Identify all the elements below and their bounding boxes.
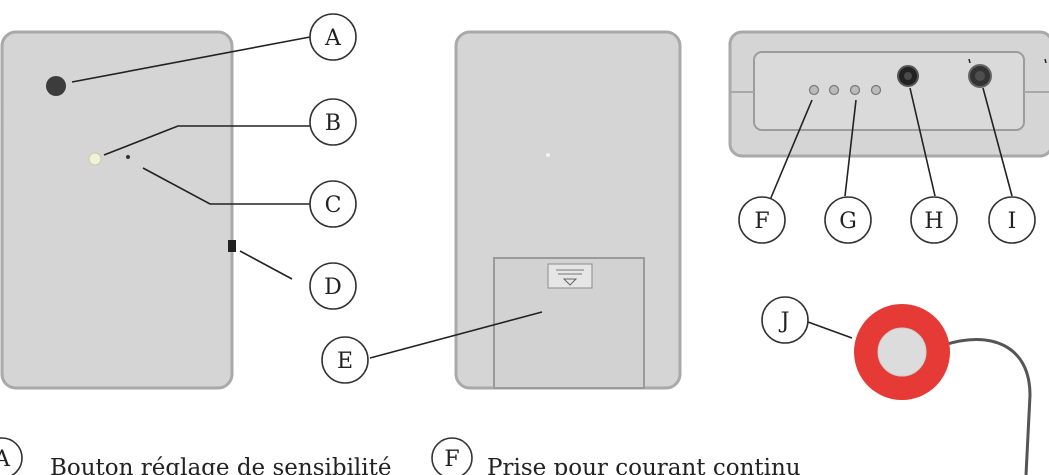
leader-line-g xyxy=(844,99,857,197)
tick-mark xyxy=(1044,58,1047,64)
callout-i: I xyxy=(988,196,1036,244)
callout-f: F xyxy=(738,196,786,244)
side-notch xyxy=(228,240,236,252)
svg-text:E: E xyxy=(337,349,353,374)
svg-text:C: C xyxy=(325,193,342,218)
svg-text:A: A xyxy=(324,26,342,51)
tick-mark xyxy=(968,58,971,64)
svg-text:B: B xyxy=(325,111,341,136)
svg-text:H: H xyxy=(924,209,943,234)
dip-hole-1 xyxy=(808,84,820,96)
led-indicator xyxy=(88,152,102,166)
dip-hole-4 xyxy=(870,84,882,96)
leader-line-b xyxy=(103,125,310,156)
pinhole xyxy=(126,155,130,159)
dip-hole-3 xyxy=(849,84,861,96)
sensor-cable xyxy=(943,337,1032,475)
sensitivity-button xyxy=(46,76,66,96)
legend: A Bouton réglage de sensibilité F Prise … xyxy=(0,437,801,475)
back-dot xyxy=(546,153,550,157)
svg-text:G: G xyxy=(839,209,857,234)
front-device-body xyxy=(0,30,234,390)
svg-text:Prise pour courant continu: Prise pour courant continu xyxy=(487,455,801,475)
leader-line-d xyxy=(239,250,293,280)
sensor-jack-center xyxy=(975,71,985,81)
callout-j: J xyxy=(761,296,809,344)
svg-text:F: F xyxy=(444,447,459,472)
leader-line-j xyxy=(807,321,853,339)
dip-hole-2 xyxy=(828,84,840,96)
back-view xyxy=(454,30,682,390)
svg-text:J: J xyxy=(779,309,790,334)
dc-jack-center xyxy=(904,72,912,80)
svg-text:I: I xyxy=(1008,209,1017,234)
callout-d: D xyxy=(309,262,357,310)
callout-b: B xyxy=(309,98,357,146)
leader-line-c xyxy=(142,167,310,205)
callout-h: H xyxy=(910,196,958,244)
latch-arrow-icon xyxy=(562,278,578,286)
sensor-center xyxy=(877,327,927,377)
leader-line-h xyxy=(909,87,936,197)
leader-line-a xyxy=(71,36,311,83)
leader-line-e xyxy=(369,311,543,359)
svg-text:A: A xyxy=(0,447,11,472)
sensor-pad xyxy=(854,304,1032,475)
callout-a: A xyxy=(309,13,357,61)
leader-lines xyxy=(71,36,1013,359)
leader-line-i xyxy=(982,87,1013,197)
callout-c: C xyxy=(309,180,357,228)
legend-item-a: A Bouton réglage de sensibilité xyxy=(0,437,392,475)
battery-latch xyxy=(547,263,593,289)
legend-item-f: F Prise pour courant continu xyxy=(431,437,801,475)
bottom-view xyxy=(728,30,1049,158)
svg-text:D: D xyxy=(324,275,342,300)
svg-text:Bouton réglage de sensibilité: Bouton réglage de sensibilité xyxy=(50,455,392,475)
callout-e: E xyxy=(321,336,369,384)
svg-text:F: F xyxy=(754,209,769,234)
callout-g: G xyxy=(824,196,872,244)
front-view xyxy=(0,30,236,390)
leader-line-f xyxy=(769,99,813,201)
